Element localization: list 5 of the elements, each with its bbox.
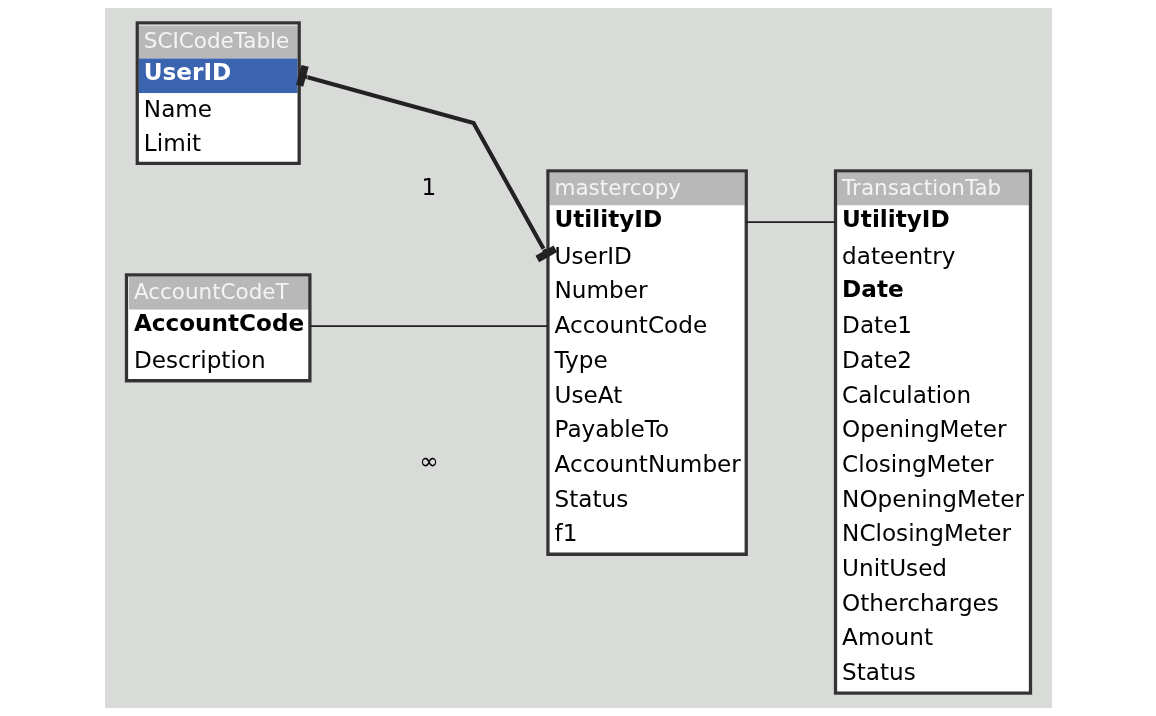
label: 1 <box>421 174 436 201</box>
label: ∞ <box>418 448 439 475</box>
connector <box>295 64 557 263</box>
connector <box>744 221 836 223</box>
connector <box>309 325 549 327</box>
